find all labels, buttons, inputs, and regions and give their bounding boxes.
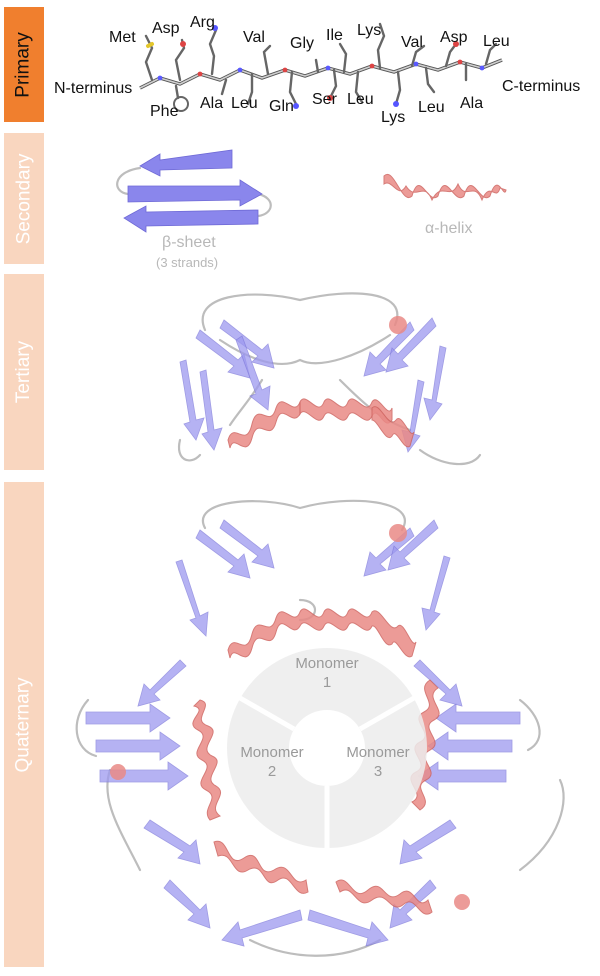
- residue-label: Phe: [150, 103, 179, 120]
- residue-label: Leu: [483, 33, 510, 50]
- residue-label: Met: [109, 29, 136, 46]
- monomer-2-strands: [85, 659, 211, 929]
- tertiary-helices: [227, 398, 415, 449]
- alpha-helix: [383, 173, 507, 202]
- side-chains: [144, 22, 498, 112]
- quaternary-loops: [75, 499, 565, 957]
- svg-text:Monomer: Monomer: [295, 655, 358, 672]
- monomer-2-label: Monomer 2: [240, 744, 303, 780]
- beta-sheet-note: (3 strands): [156, 255, 218, 270]
- residue-label: Ser: [312, 91, 338, 108]
- residue-label: Ala: [460, 95, 483, 112]
- helix-end-marker: [454, 894, 470, 910]
- svg-text:Monomer: Monomer: [346, 744, 409, 761]
- residue-label: Val: [243, 29, 265, 46]
- residue-label: Asp: [440, 29, 468, 46]
- tertiary-structure: [177, 292, 482, 466]
- residue-label: Leu: [347, 91, 374, 108]
- residue-label: Leu: [418, 99, 445, 116]
- secondary-structure: β-sheet (3 strands) α-helix: [116, 149, 507, 270]
- c-terminus-label: C-terminus: [502, 78, 580, 95]
- level-tab-primary: Primary: [4, 7, 44, 122]
- residue-label: Val: [401, 34, 423, 51]
- residue-label: Ile: [326, 27, 343, 44]
- monomer-3-strands: [221, 659, 521, 947]
- monomer-3-label: Monomer 3: [346, 744, 409, 780]
- tertiary-strands: [179, 317, 447, 453]
- residue-label: Ala: [200, 95, 223, 112]
- residue-label: Leu: [231, 95, 258, 112]
- backbone-atoms: [157, 59, 485, 81]
- monomer-1-label: Monomer 1: [295, 655, 358, 691]
- helix-end-marker: [110, 764, 126, 780]
- residue-label: Lys: [357, 22, 381, 39]
- monomer-ring: [227, 648, 427, 848]
- beta-sheet: [116, 149, 272, 233]
- residue-label: Arg: [190, 14, 215, 31]
- svg-text:Monomer: Monomer: [240, 744, 303, 761]
- residue-label: Asp: [152, 20, 180, 37]
- residue-label: Gln: [269, 98, 294, 115]
- beta-sheet-label: β-sheet: [162, 234, 216, 251]
- alpha-helix-label: α-helix: [425, 220, 472, 237]
- svg-text:3: 3: [374, 763, 382, 780]
- level-tab-quaternary: Quaternary: [4, 482, 44, 967]
- helix-end-marker: [389, 316, 407, 334]
- level-tab-tertiary: Tertiary: [4, 274, 44, 470]
- residue-label: Lys: [381, 109, 405, 126]
- svg-text:1: 1: [323, 674, 331, 691]
- helix-end-marker: [389, 524, 407, 542]
- svg-text:2: 2: [268, 763, 276, 780]
- primary-structure: N-terminus C-terminus Met Asp Arg Val Gl…: [54, 14, 580, 126]
- residue-label: Gly: [290, 35, 314, 52]
- n-terminus-label: N-terminus: [54, 80, 132, 97]
- level-tab-secondary: Secondary: [4, 133, 44, 264]
